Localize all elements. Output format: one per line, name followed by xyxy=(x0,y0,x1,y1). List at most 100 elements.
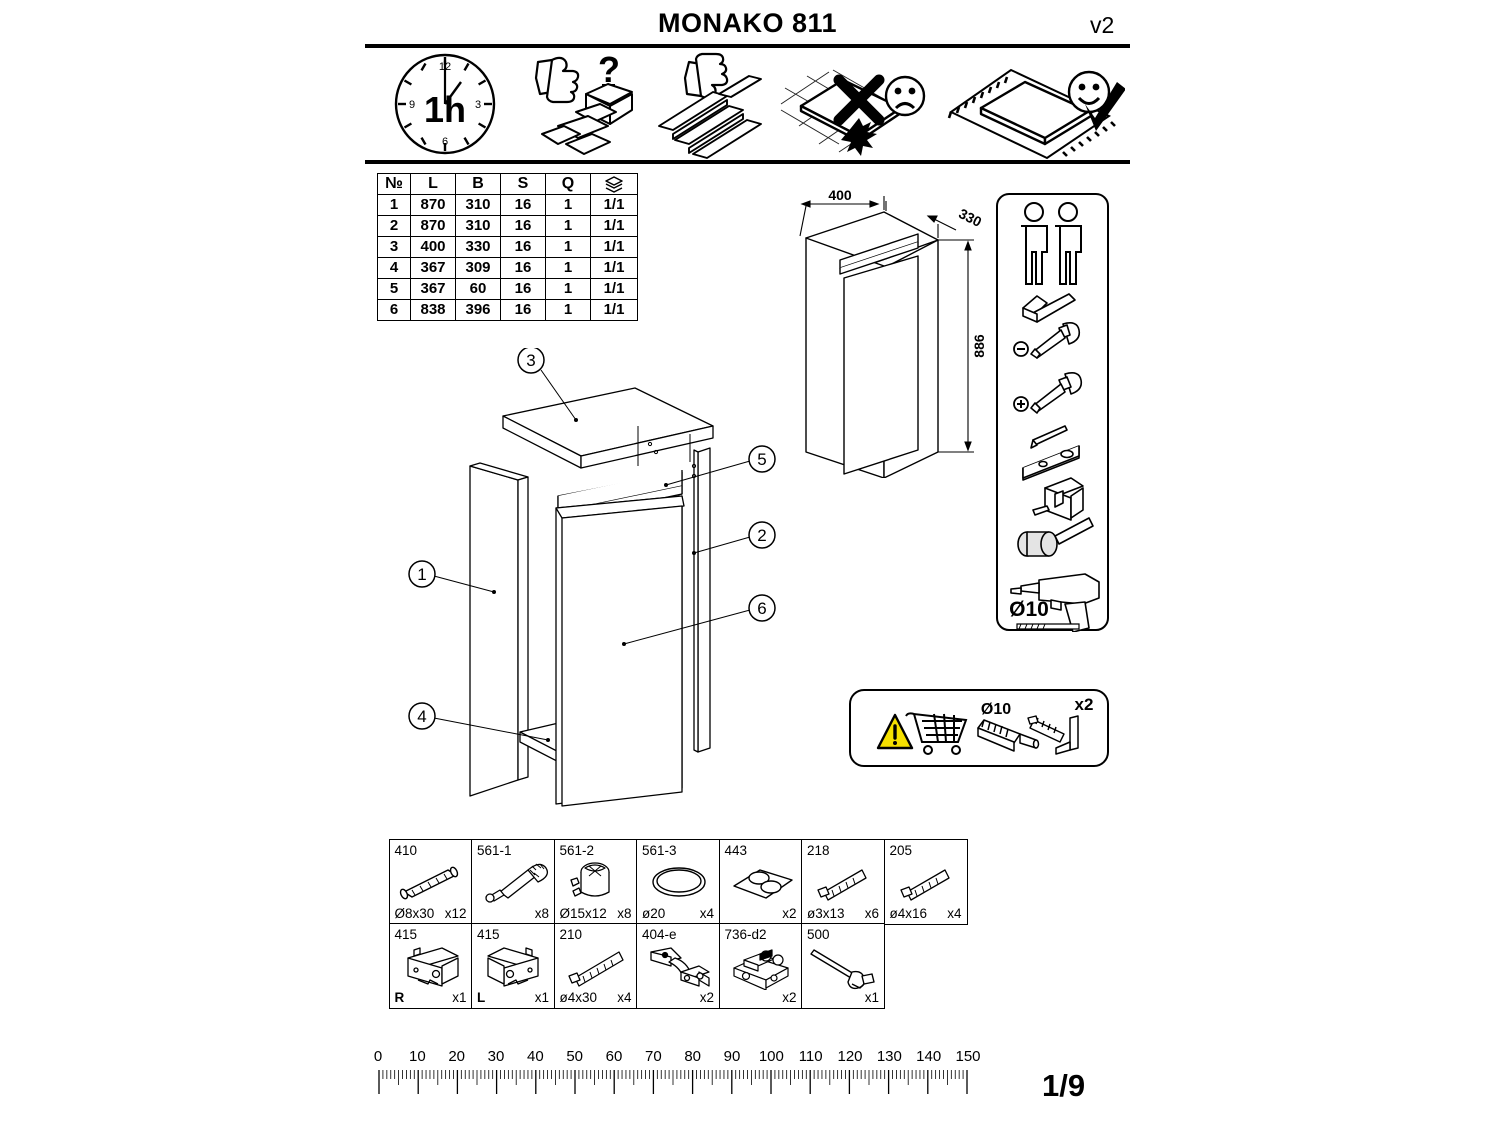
table-header-row: № L B S Q xyxy=(377,173,638,195)
awl-icon xyxy=(1030,425,1068,449)
hammer-icon xyxy=(1022,293,1076,323)
ruler-tick-label: 40 xyxy=(526,1048,544,1065)
width-dimension-label: 400 xyxy=(828,188,852,203)
hardware-item-404-e: 404-e xyxy=(636,923,720,1009)
ruler-tick-label: 30 xyxy=(487,1048,505,1065)
ruler-tick-label: 130 xyxy=(876,1048,902,1065)
hardware-item-561-2: 561-2 Ø15x12 x8 xyxy=(553,838,639,925)
do-not-unpack-alone-icon: ? xyxy=(530,48,655,160)
hardware-item-415-left: 415 L x1 xyxy=(471,923,555,1009)
wall-plug-diameter-label: Ø10 xyxy=(981,701,1011,718)
table-row: 2 870 310 16 1 1/1 xyxy=(377,215,638,237)
ruler-tick-label: 90 xyxy=(723,1048,741,1065)
no-hard-floor-warning-icon xyxy=(777,48,942,160)
hardware-parts-grid: 410 Ø8x30 x12 561-1 xyxy=(388,838,969,1009)
version-label: v2 xyxy=(1090,12,1115,38)
ruler-tick-label: 60 xyxy=(605,1048,623,1065)
cabinet-door xyxy=(843,255,919,475)
hardware-item-415-right: 415 R x1 xyxy=(388,923,473,1009)
callout-4 xyxy=(408,702,550,742)
hardware-row-1: 410 Ø8x30 x12 561-1 xyxy=(388,838,969,925)
flathead-screwdriver-icon xyxy=(1013,322,1081,359)
col-width: B xyxy=(455,173,501,195)
page-number: 1/9 xyxy=(1042,1068,1086,1103)
required-tools-panel: Ø10 xyxy=(995,192,1110,633)
ruler-tick-label: 50 xyxy=(566,1048,583,1065)
sort-parts-correctly-icon xyxy=(657,48,775,160)
hardware-item-443: 443 x2 xyxy=(718,838,804,925)
clock-hours-label: 1h xyxy=(424,89,466,130)
callout-5 xyxy=(664,445,776,487)
callout-label-4: 4 xyxy=(417,707,426,726)
wall-plug-icon xyxy=(977,719,1040,752)
svg-text:9: 9 xyxy=(409,99,415,111)
part-3-top-panel xyxy=(502,387,714,469)
hardware-empty-cell xyxy=(884,923,968,1009)
hanger-bracket-left-icon xyxy=(472,940,556,992)
power-drill-icon xyxy=(1010,573,1100,633)
ruler-tick-label: 150 xyxy=(955,1048,981,1065)
height-dimension-label: 886 xyxy=(971,334,987,358)
wooden-dowel-icon xyxy=(390,856,474,908)
hinge-mounting-plate-icon xyxy=(720,940,804,992)
phillips-screwdriver-icon xyxy=(1013,372,1083,414)
depth-dimension-label: 330 xyxy=(956,205,984,230)
table-row: 1 870 310 16 1 1/1 xyxy=(377,194,638,216)
hanger-rail-hook-icon xyxy=(802,940,886,992)
ruler-tick-label: 80 xyxy=(684,1048,701,1065)
cover-cap-sheet-icon xyxy=(720,856,804,908)
wall-fixing-quantity-label: x2 xyxy=(1075,695,1094,714)
hardware-item-500: 500 x1 xyxy=(801,923,885,1009)
col-quantity: Q xyxy=(545,173,591,195)
parts-table: № L B S Q 1 870 xyxy=(377,173,638,321)
ruler-ticks xyxy=(378,1070,968,1094)
hardware-row-2: 415 R x1 xyxy=(388,923,968,1009)
warning-triangle-icon xyxy=(876,713,914,750)
cam-bolt-icon xyxy=(472,856,556,908)
exploded-assembly-diagram: 3 5 2 6 1 4 xyxy=(398,346,798,818)
long-screw-icon xyxy=(555,940,639,992)
callout-6 xyxy=(622,594,776,646)
svg-text:?: ? xyxy=(598,49,620,90)
cover-ring-icon xyxy=(637,856,721,908)
callout-label-3: 3 xyxy=(526,351,535,370)
wall-fixing-note-box: Ø10 x2 xyxy=(848,688,1110,768)
hardware-item-410: 410 Ø8x30 x12 xyxy=(388,838,474,925)
screw-icon xyxy=(1027,715,1065,743)
wall-hook-icon xyxy=(1055,715,1079,755)
ruler-tick-label: 10 xyxy=(408,1048,426,1065)
ruler-tick-label: 70 xyxy=(644,1048,662,1065)
spirit-level-icon xyxy=(1022,445,1080,481)
cabinet-dimension-drawing: 400 330 886 xyxy=(778,187,1008,479)
table-row: 5 367 60 16 1 1/1 xyxy=(377,278,638,300)
svg-text:12: 12 xyxy=(439,61,451,73)
cam-lock-icon xyxy=(555,856,639,908)
callout-3 xyxy=(517,346,578,422)
hardware-item-561-3: 561-3 ø20 x4 xyxy=(636,838,721,925)
table-row: 4 367 309 16 1 1/1 xyxy=(377,257,638,279)
drill-bit-label: Ø10 xyxy=(1009,598,1049,621)
rubber-mallet-icon xyxy=(1017,517,1094,557)
col-thickness: S xyxy=(500,173,546,195)
hardware-item-561-1: 561-1 x8 xyxy=(471,838,556,925)
use-soft-surface-ok-icon xyxy=(945,48,1125,160)
part-1-left-side-panel xyxy=(469,462,529,797)
pictogram-strip: 1h 12 3 6 9 ? xyxy=(365,48,1130,160)
cabinet-hinge-icon xyxy=(637,940,721,992)
hardware-item-218: 218 ø3x13 x6 xyxy=(801,838,886,925)
callout-label-2: 2 xyxy=(757,526,766,545)
ruler-tick-label: 100 xyxy=(758,1048,784,1065)
sad-face-icon xyxy=(884,75,926,117)
small-screw-icon xyxy=(802,856,886,908)
table-row: 6 838 396 16 1 1/1 xyxy=(377,299,638,321)
col-length: L xyxy=(410,173,456,195)
hardware-item-210: 210 ø4x30 x4 xyxy=(553,923,639,1009)
shopping-cart-icon xyxy=(905,712,968,755)
two-people-icon xyxy=(1021,202,1082,285)
ruler-tick-label: 0 xyxy=(373,1048,383,1065)
wood-screw-icon xyxy=(885,856,969,908)
stack-icon xyxy=(590,173,638,195)
tape-measure-icon xyxy=(1032,477,1084,521)
